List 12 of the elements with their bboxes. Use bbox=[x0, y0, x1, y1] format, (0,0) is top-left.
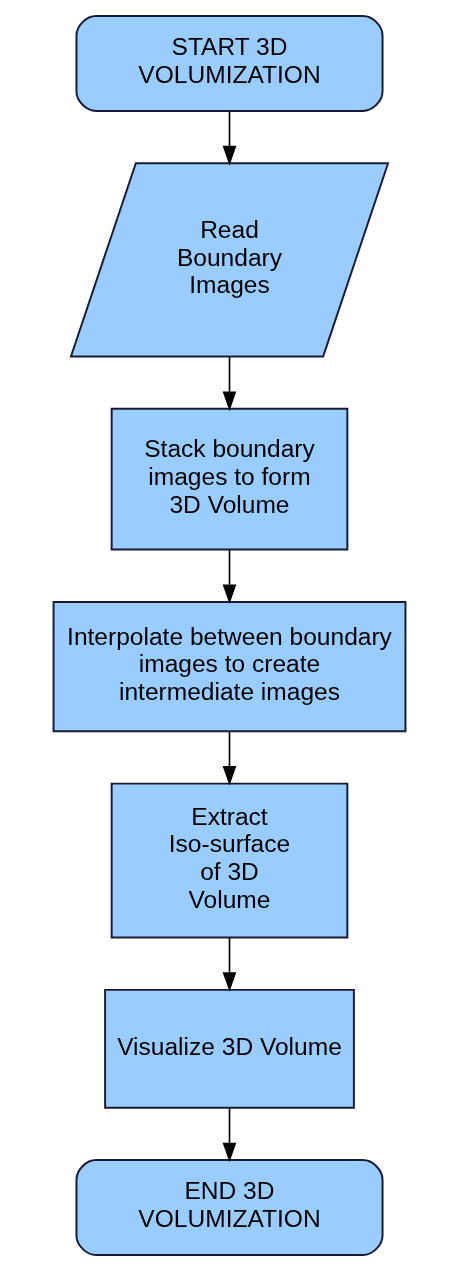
node-box: Extract Iso-surface of 3D Volume bbox=[110, 782, 349, 939]
arrow bbox=[222, 937, 237, 992]
arrow bbox=[222, 730, 237, 786]
arrow bbox=[222, 1107, 237, 1163]
node-box: START 3D VOLUMIZATION bbox=[75, 15, 384, 112]
node-box: Visualize 3D Volume bbox=[104, 988, 355, 1109]
arrow bbox=[222, 356, 237, 412]
node-box: Stack boundary images to form 3D Volume bbox=[110, 407, 349, 551]
arrow bbox=[222, 110, 237, 166]
arrow bbox=[222, 549, 237, 605]
node-box: END 3D VOLUMIZATION bbox=[75, 1159, 384, 1256]
node-box: Interpolate between boundary images to create intermediate images bbox=[52, 600, 407, 733]
